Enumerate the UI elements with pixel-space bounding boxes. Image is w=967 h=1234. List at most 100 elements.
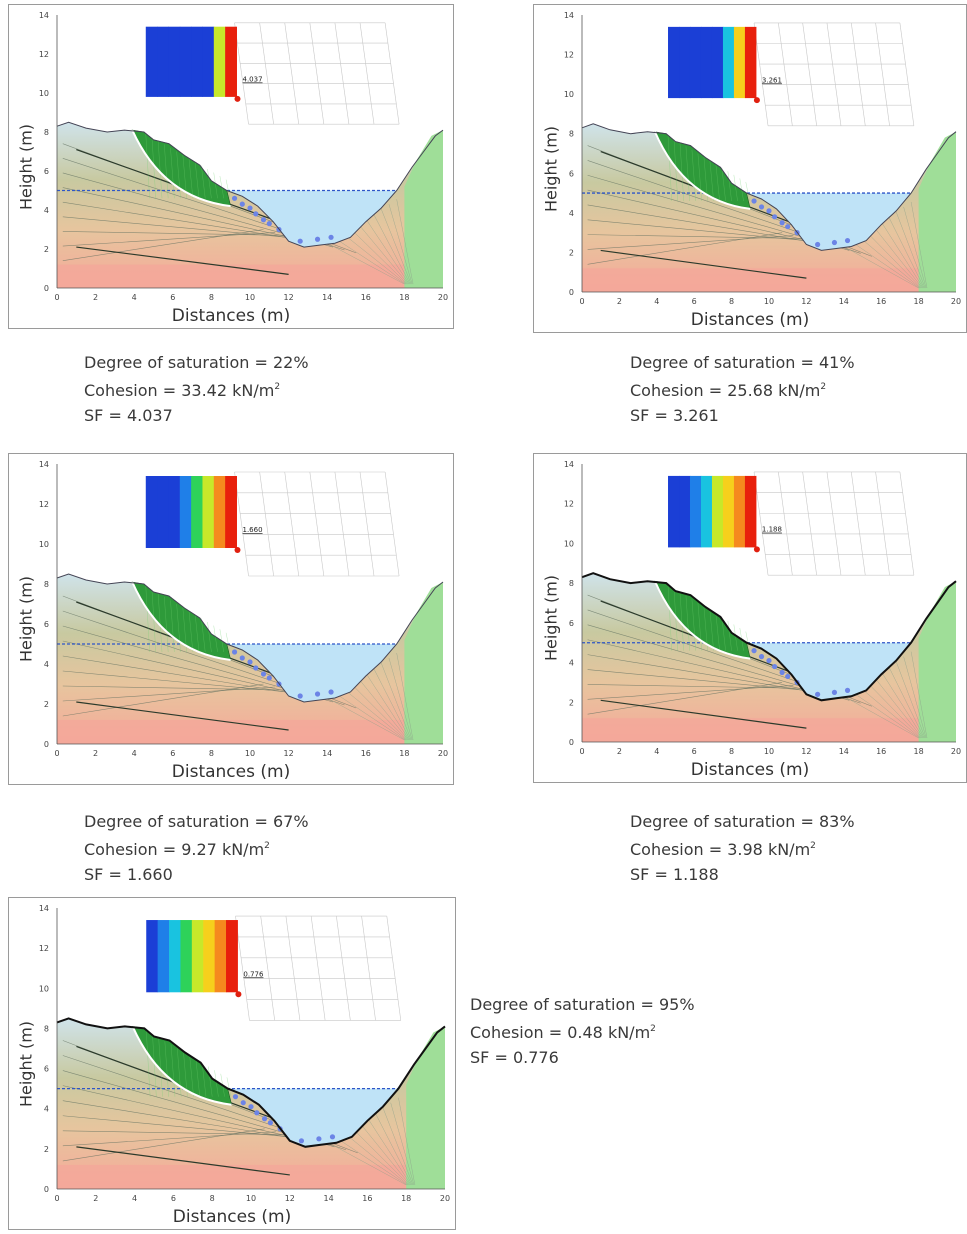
hatch-line <box>715 613 720 651</box>
hatch-line <box>188 158 194 199</box>
y-axis-label: Height (m) <box>16 123 36 210</box>
slope-line <box>388 204 413 285</box>
saturation-cell <box>179 476 192 548</box>
hatch-line <box>721 617 726 651</box>
saturation-cell <box>146 920 159 993</box>
inset-grid-line <box>778 22 793 126</box>
saturation-text: Degree of saturation = 67% <box>84 812 309 831</box>
water-body <box>748 642 912 701</box>
stratum-line <box>600 699 807 729</box>
stratum-line <box>62 231 287 236</box>
saturation-cell <box>700 475 713 548</box>
bottom-stratum <box>582 268 919 292</box>
slope-line <box>851 241 920 289</box>
slope-line <box>851 691 920 739</box>
y-tick-label: 10 <box>39 540 49 549</box>
y-tick-label: 14 <box>39 904 49 913</box>
sliding-surface <box>654 131 751 210</box>
inset-grid-line <box>875 22 890 126</box>
x-tick-label: 0 <box>579 297 584 306</box>
saturation-cell <box>214 920 227 993</box>
x-tick-label: 18 <box>914 297 924 306</box>
x-tick-label: 16 <box>876 747 886 756</box>
sf-text: SF = 1.660 <box>84 865 173 884</box>
hatch-line <box>182 607 187 653</box>
y-tick-label: 14 <box>39 460 49 469</box>
hatch-line <box>697 602 702 651</box>
x-tick-label: 18 <box>399 749 409 758</box>
boulder <box>248 1104 254 1110</box>
x-tick-label: 2 <box>617 747 622 756</box>
bottom-stratum <box>57 264 405 288</box>
saturation-cell <box>679 26 691 99</box>
water-body <box>748 193 912 251</box>
hatch-line <box>152 1034 157 1097</box>
x-axis-label: Distances (m) <box>171 762 291 782</box>
stratum-line <box>62 201 310 242</box>
sliding-surface <box>131 129 231 208</box>
x-tick-label: 6 <box>692 297 697 306</box>
x-tick-label: 20 <box>438 749 448 758</box>
y-tick-label: 10 <box>564 90 574 99</box>
hatch-line <box>201 618 206 653</box>
saturation-cell <box>157 920 170 993</box>
saturation-cell <box>679 475 691 548</box>
saturation-cell <box>711 26 724 99</box>
y-tick-label: 0 <box>569 288 574 297</box>
y-tick-label: 14 <box>564 460 574 469</box>
hatch-line <box>151 137 157 199</box>
ground-profile <box>56 1017 446 1148</box>
saturation-cell <box>168 476 181 548</box>
hatch-line <box>151 589 157 653</box>
y-tick-label: 2 <box>44 700 49 709</box>
saturation-cell <box>145 476 158 548</box>
y-tick-label: 6 <box>569 619 574 628</box>
hatch-line <box>685 595 690 651</box>
boulder <box>772 663 778 670</box>
x-tick-label: 4 <box>132 1194 137 1203</box>
saturation-cell <box>744 26 757 99</box>
stratum-line <box>587 685 794 700</box>
inset-sf-label: 1.660 <box>242 526 262 534</box>
ground-profile <box>56 121 444 248</box>
sliding-surface <box>654 580 751 660</box>
slope-line <box>903 656 927 739</box>
hatch-line <box>201 1062 207 1097</box>
slope-line <box>895 661 926 739</box>
cohesion-text: Cohesion = 33.42 kN/m2 <box>84 381 281 400</box>
inset-grid-line <box>850 22 866 126</box>
boulder <box>260 217 267 223</box>
slope-line <box>866 231 922 289</box>
stratum-line <box>62 187 322 245</box>
boulder <box>231 649 238 655</box>
y-tick-label: 6 <box>44 167 49 176</box>
hatch-line <box>745 631 750 651</box>
hatch-line <box>225 179 231 199</box>
x-tick-label: 2 <box>93 293 98 302</box>
inset-grid-line <box>334 22 350 125</box>
stratum-line <box>62 640 322 700</box>
stratum-line <box>587 204 828 245</box>
y-axis-label: Height (m) <box>16 1020 36 1107</box>
x-tick-label: 12 <box>801 297 811 306</box>
slope-line <box>381 662 412 741</box>
x-tick-label: 12 <box>284 293 294 302</box>
boulder <box>772 214 778 220</box>
saturation-cell <box>191 476 203 548</box>
caption-2: Degree of saturation = 41% Cohesion = 25… <box>630 350 855 428</box>
slope-line <box>390 1102 415 1186</box>
hatch-line <box>715 164 720 202</box>
x-tick-label: 6 <box>170 293 175 302</box>
caption-4: Degree of saturation = 83% Cohesion = 3.… <box>630 809 855 887</box>
y-tick-label: 2 <box>569 698 574 707</box>
caption-5: Degree of saturation = 95% Cohesion = 0.… <box>470 992 695 1070</box>
x-tick-label: 16 <box>362 1194 372 1203</box>
